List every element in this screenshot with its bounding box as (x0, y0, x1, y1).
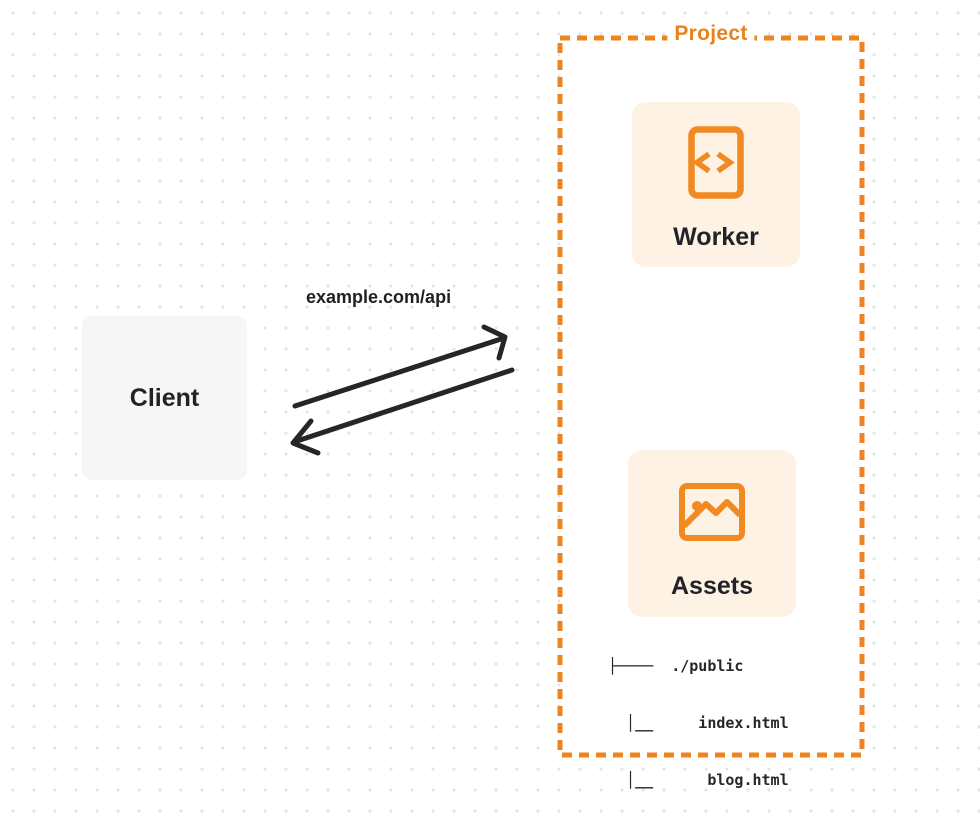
client-node: Client (82, 316, 247, 480)
request-arrow (292, 324, 508, 409)
file-tree-root: ├──── ./public (608, 657, 744, 675)
project-label: Project (667, 22, 755, 46)
response-arrow-head (290, 418, 321, 456)
worker-label: Worker (673, 223, 759, 251)
request-url-label: example.com/api (306, 287, 452, 307)
worker-node: Worker (632, 102, 800, 267)
client-label: Client (129, 383, 200, 412)
code-file-icon (688, 126, 744, 199)
response-arrow-line (294, 367, 515, 444)
assets-label: Assets (671, 572, 753, 600)
file-tree-item: │__ index.html (608, 714, 789, 732)
file-tree-item: │__ blog.html (608, 771, 789, 789)
assets-node: Assets (628, 450, 796, 617)
request-arrow-line (292, 336, 504, 409)
response-arrow (290, 367, 515, 456)
file-tree: ├──── ./public │__ index.html │__ blog.h… (608, 619, 789, 818)
image-icon (679, 483, 745, 541)
request-arrow-head (481, 324, 508, 361)
